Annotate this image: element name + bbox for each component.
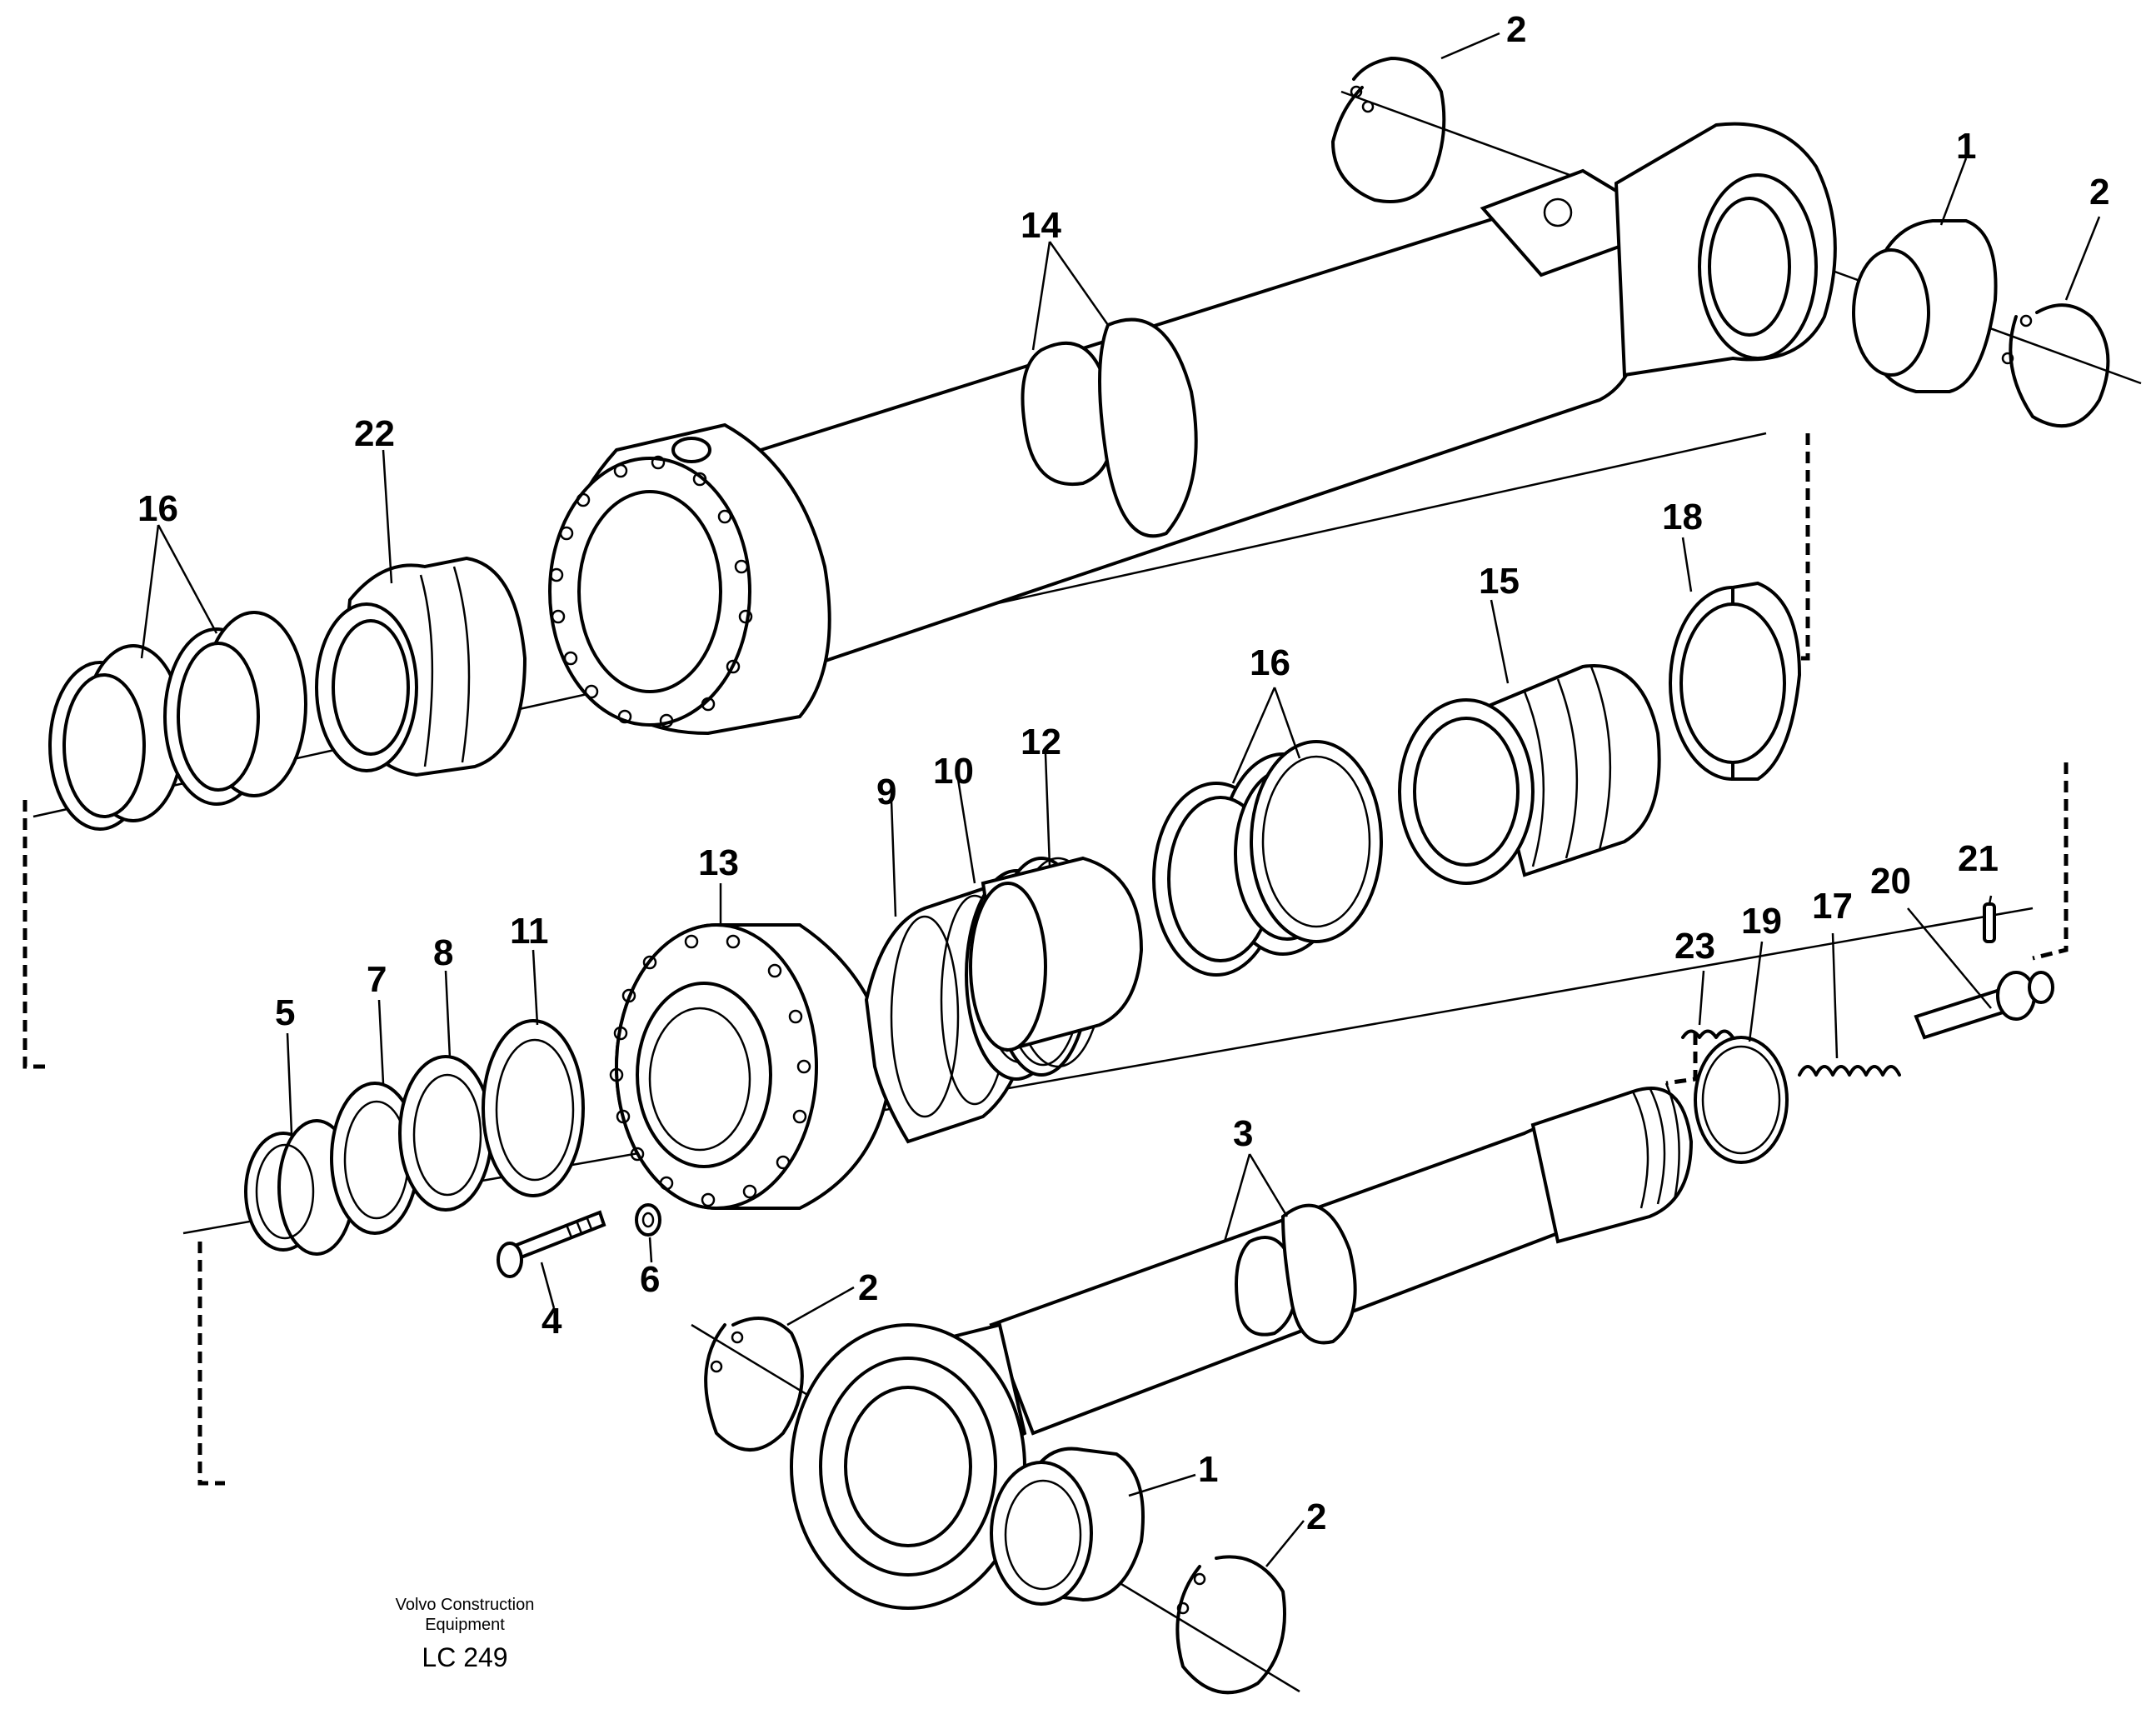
callout-15: 15: [1479, 561, 1520, 602]
seal-8: [398, 1055, 493, 1212]
sleeve-12: [969, 856, 1144, 1052]
callout-1-top: 1: [1956, 126, 1976, 167]
pin-21: [1983, 902, 1996, 943]
washer-6: [635, 1203, 661, 1237]
callout-22: 22: [354, 413, 395, 454]
mid-circlip: [704, 1317, 804, 1452]
footer-company-line1: Volvo Construction: [396, 1596, 535, 1614]
footer-company-line2: Equipment: [425, 1616, 505, 1634]
top-circlip-left: [1331, 57, 1446, 203]
bearing-1-bottom: [990, 1447, 1145, 1606]
callout-2-bottom: 2: [1306, 1497, 1326, 1537]
callout-3: 3: [1233, 1113, 1253, 1154]
callout-14: 14: [1021, 205, 1061, 246]
valve-20: [1914, 971, 2054, 1040]
callout-10: 10: [933, 751, 974, 792]
piston-15: [1398, 664, 1661, 885]
callout-12: 12: [1021, 722, 1061, 762]
seal-22: [315, 556, 527, 777]
callout-labels: 2 1 2 14 16 22 18 15 16 12 10 9 13 11 8 …: [137, 9, 2109, 1537]
callout-1-bottom: 1: [1198, 1449, 1218, 1490]
head-bolt-holes: [609, 934, 811, 1207]
guide-ring-16-mid: [1152, 740, 1383, 977]
callout-2-mid: 2: [858, 1267, 878, 1308]
flange-bolt-holes: [549, 455, 753, 728]
leader-lines: [140, 32, 2101, 1567]
spring-23: [1681, 1029, 1734, 1039]
footer-code: LC 249: [422, 1642, 507, 1672]
callout-5: 5: [275, 992, 295, 1033]
callout-19: 19: [1741, 901, 1782, 942]
callout-2-top-left: 2: [1506, 9, 1526, 50]
top-circlip-right: [2001, 303, 2110, 428]
guide-ring-16-inner: [163, 611, 307, 806]
callout-18: 18: [1662, 497, 1703, 537]
footer: Volvo Construction Equipment LC 249: [396, 1596, 535, 1672]
wear-ring-18: [1669, 581, 1802, 781]
bushing-11: [482, 1019, 585, 1197]
callout-20: 20: [1870, 861, 1911, 902]
callout-21: 21: [1958, 838, 1999, 879]
guide-ring-16-outer: [48, 644, 185, 831]
callout-11: 11: [510, 911, 549, 952]
callout-6: 6: [640, 1259, 660, 1300]
piston-rod-3: [790, 1082, 1694, 1610]
spring-17: [1798, 1065, 1901, 1077]
bearing-1-top: [1852, 219, 1998, 393]
callout-13: 13: [698, 842, 739, 883]
callout-7: 7: [367, 959, 387, 1000]
callout-4: 4: [541, 1301, 562, 1342]
callout-16-left: 16: [137, 488, 178, 529]
screw-4: [497, 1210, 606, 1278]
callout-9: 9: [876, 772, 896, 812]
callout-16-mid: 16: [1250, 642, 1290, 683]
callout-17: 17: [1812, 886, 1853, 927]
cylinder-barrel: [548, 122, 1837, 736]
bottom-circlip: [1175, 1555, 1286, 1695]
callout-23: 23: [1674, 926, 1715, 967]
callout-2-top-right: 2: [2089, 172, 2109, 212]
oring-19: [1694, 1036, 1789, 1164]
callout-8: 8: [433, 932, 453, 973]
